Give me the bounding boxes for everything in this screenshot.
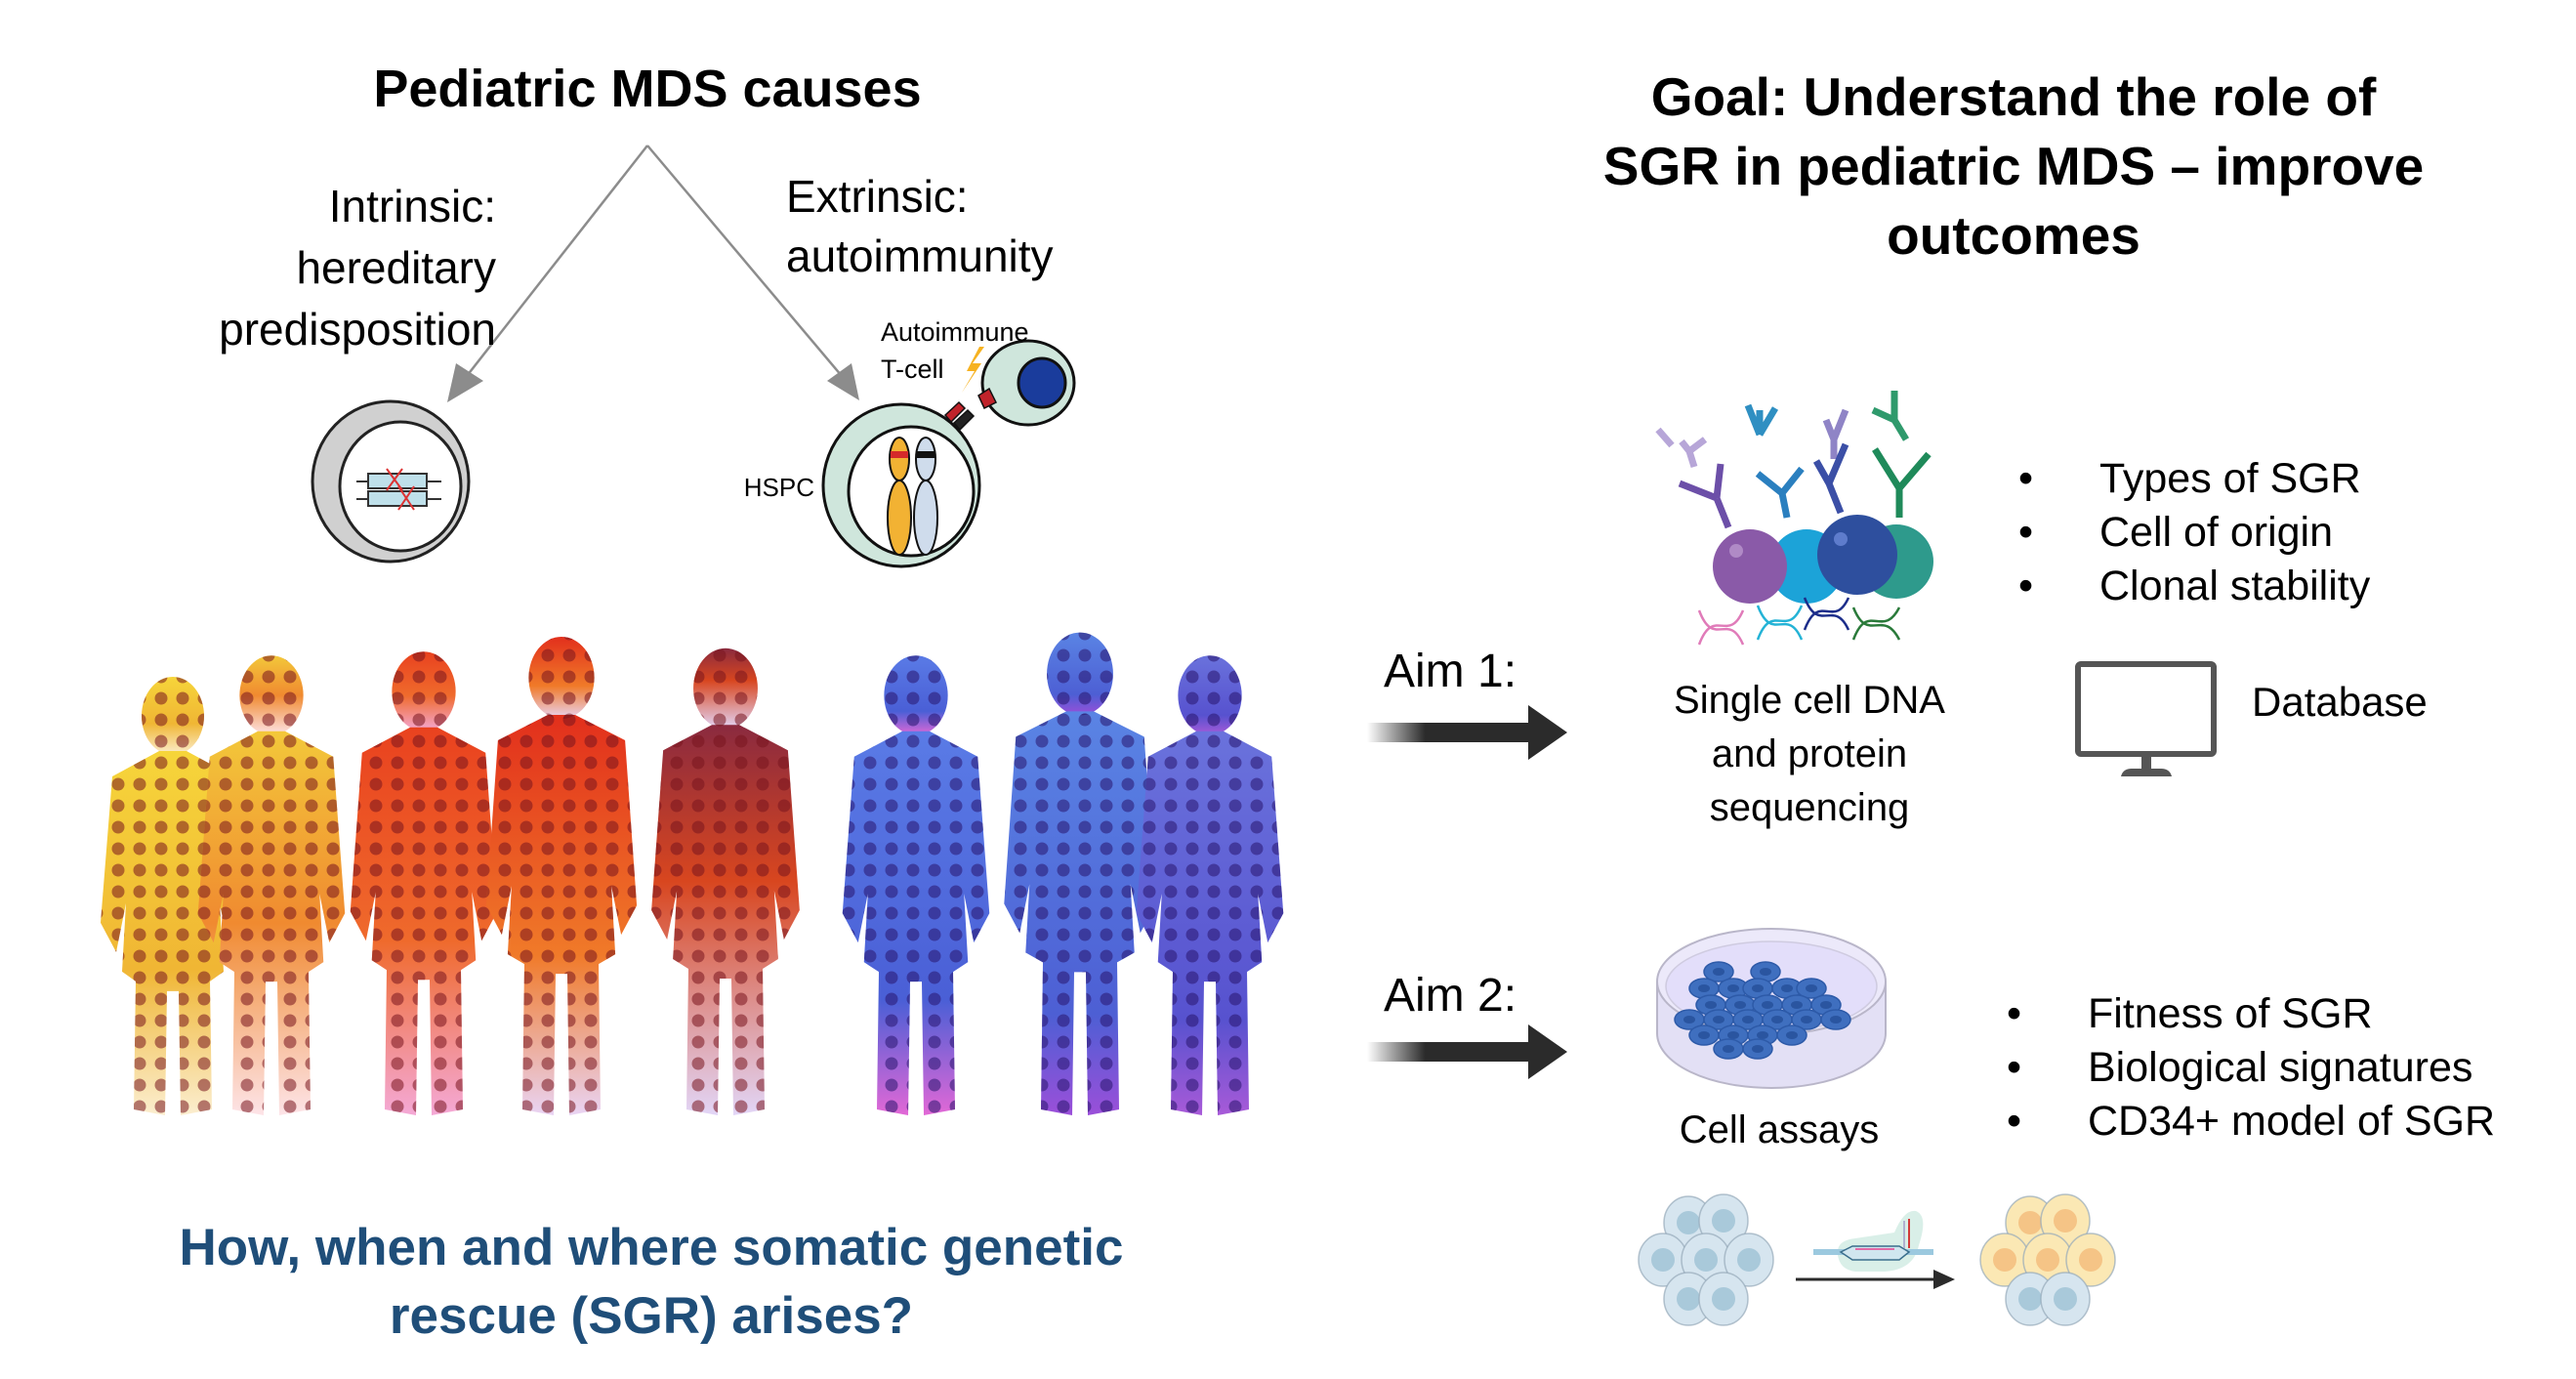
colony-cell — [1796, 978, 1827, 999]
cell-cluster-icon-before — [1638, 1193, 1774, 1326]
hspc-label: HSPC — [743, 473, 814, 502]
gene-editing-icon — [1813, 1210, 1933, 1272]
aim1-method-line: and protein — [1711, 732, 1908, 775]
colony-cell — [1791, 1009, 1822, 1030]
aim2-label: Aim 2: — [1384, 970, 1517, 1022]
causal-arrow-right — [646, 145, 859, 400]
aim1-method-line: sequencing — [1709, 786, 1910, 829]
aim1-label: Aim 1: — [1384, 646, 1517, 697]
child-silhouette — [842, 655, 990, 1115]
bullet-icon: • — [2018, 509, 2034, 556]
goal-line: outcomes — [1887, 205, 2140, 266]
cell — [1663, 1272, 1714, 1326]
dna-icon — [1697, 597, 1901, 646]
colony-cell — [1750, 961, 1781, 982]
antibody-icon — [1822, 408, 1849, 459]
editing-arrow — [1796, 1270, 1955, 1289]
bullet-icon: • — [2007, 990, 2022, 1037]
database-label: Database — [2252, 679, 2428, 725]
tcell-label-line: Autoimmune — [881, 317, 1029, 347]
aim1-bullet-text: Clonal stability — [2099, 563, 2371, 609]
colony-cell — [1771, 978, 1803, 999]
lightning-icon — [962, 347, 984, 393]
aim2-bullet-text: CD34+ model of SGR — [2088, 1098, 2496, 1145]
intrinsic-line: hereditary — [296, 242, 496, 293]
bullet-icon: • — [2007, 1098, 2022, 1145]
extrinsic-line: Extrinsic: — [786, 171, 969, 222]
tcell-label: Autoimmune T-cell — [881, 313, 1029, 388]
goal-line: Goal: Understand the role of — [1650, 66, 2377, 127]
cell — [1724, 1233, 1774, 1287]
goal-line: SGR in pediatric MDS – improve — [1602, 136, 2425, 196]
aim1-method-line: Single cell DNA — [1674, 679, 1945, 722]
colony-cell — [1732, 1009, 1764, 1030]
goal-heading: Goal: Understand the role of SGR in pedi… — [1603, 63, 2424, 271]
child-silhouette — [350, 651, 498, 1115]
child-silhouette — [197, 655, 346, 1115]
research-question-line: How, when and where somatic genetic — [179, 1219, 1124, 1276]
cell — [2040, 1272, 2091, 1326]
bullet-icon: • — [2018, 455, 2034, 502]
intrinsic-label: Intrinsic: hereditary predisposition — [219, 176, 496, 360]
colony-cell — [1703, 961, 1734, 982]
chromosome-icon — [887, 437, 938, 556]
cell — [2065, 1233, 2116, 1287]
aim1-arrow — [1367, 705, 1567, 760]
extrinsic-line: autoimmunity — [786, 230, 1054, 281]
intrinsic-line: Intrinsic: — [328, 181, 496, 231]
antibody-icon — [1744, 403, 1779, 437]
research-question-line: rescue (SGR) arises? — [389, 1287, 914, 1345]
colony-cell — [1776, 1024, 1807, 1046]
bullet-icon: • — [2018, 563, 2034, 609]
child-silhouette — [485, 637, 638, 1115]
intrinsic-line: predisposition — [219, 304, 496, 355]
extrinsic-label: Extrinsic: autoimmunity — [786, 167, 1054, 286]
antibody-icon — [1655, 427, 1708, 469]
aim2-bullet-text: Fitness of SGR — [2088, 990, 2373, 1037]
colony-cell — [1674, 1009, 1705, 1030]
left-panel-title: Pediatric MDS causes — [373, 60, 922, 118]
tcell-nucleus — [1017, 356, 1067, 409]
cell — [1979, 1233, 2030, 1287]
aim2-method: Cell assays — [1679, 1108, 1880, 1151]
cell-cluster-icon-after — [1979, 1193, 2116, 1326]
research-question: How, when and where somatic genetic resc… — [180, 1214, 1124, 1351]
child-silhouette — [1004, 632, 1156, 1115]
colony-cell — [1762, 1009, 1793, 1030]
antibody-icon — [1871, 391, 1910, 441]
child-silhouette — [651, 648, 800, 1115]
colony-cell — [1742, 1038, 1773, 1060]
tcell-label-line: T-cell — [881, 355, 944, 384]
aim1-method: Single cell DNA and protein sequencing — [1674, 674, 1945, 835]
cell-colony — [1674, 961, 1851, 1060]
aim1-bullet-text: Cell of origin — [2099, 509, 2333, 556]
cell — [1698, 1272, 1749, 1326]
cell — [1638, 1233, 1688, 1287]
colony-cell — [1820, 1009, 1851, 1030]
causal-arrow-left — [447, 145, 648, 402]
child-silhouette — [1136, 655, 1284, 1115]
aim1-bullet-text: Types of SGR — [2099, 455, 2361, 502]
aim2-bullet-text: Biological signatures — [2088, 1044, 2473, 1091]
bullet-icon: • — [2007, 1044, 2022, 1091]
aim2-arrow — [1367, 1024, 1567, 1079]
